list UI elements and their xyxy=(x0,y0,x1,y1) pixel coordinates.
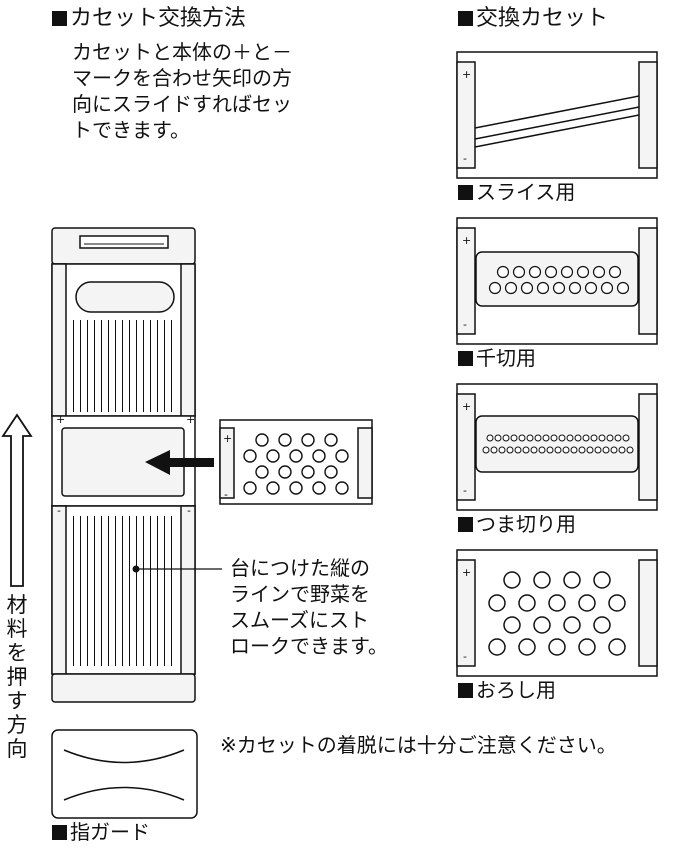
minus-mark: - xyxy=(463,650,467,663)
bullet-square-icon xyxy=(458,11,473,26)
instruction-line: 向にスライドすればセッ xyxy=(72,92,292,116)
push-direction-arrow-icon xyxy=(1,413,33,587)
instruction-line: トできます。 xyxy=(72,118,190,142)
bullet-square-icon xyxy=(458,185,473,200)
minus-mark: - xyxy=(463,484,467,497)
minus-mark: - xyxy=(463,318,467,331)
callout-line: ラインで野菜を xyxy=(230,582,370,606)
callout-pointer xyxy=(132,565,222,573)
plus-mark: + xyxy=(186,413,195,426)
finger-guard-label: 指ガード xyxy=(52,820,150,844)
cassette-slice: + - xyxy=(456,51,658,179)
plus-mark: + xyxy=(462,400,471,413)
cassette-label-grater: おろし用 xyxy=(458,678,556,702)
right-title: 交換カセット xyxy=(458,6,608,32)
minus-mark: - xyxy=(57,504,61,517)
inserting-cassette: + - xyxy=(219,419,373,505)
bullet-square-icon xyxy=(458,683,473,698)
minus-mark: - xyxy=(224,488,228,501)
cassette-label-fine-julienne: つま切り用 xyxy=(458,512,576,536)
left-title: カセット交換方法 xyxy=(52,6,246,32)
plus-mark: + xyxy=(56,413,65,426)
slicer-body: + + - - xyxy=(51,227,196,703)
plus-mark: + xyxy=(462,234,471,247)
cassette-label-julienne: 千切用 xyxy=(458,346,536,370)
bullet-square-icon xyxy=(458,351,473,366)
finger-guard xyxy=(51,729,198,819)
cassette-grater: + - xyxy=(456,549,658,677)
minus-mark: - xyxy=(187,504,191,517)
cassette-julienne: + - xyxy=(456,217,658,345)
plus-mark: + xyxy=(462,68,471,81)
insert-arrow-icon xyxy=(145,450,214,475)
bullet-square-icon xyxy=(52,825,67,840)
bullet-square-icon xyxy=(52,11,67,26)
bullet-square-icon xyxy=(458,517,473,532)
push-direction-label: 材料を押す方向 xyxy=(6,593,28,761)
cassette-fine-julienne: + - xyxy=(456,383,658,511)
caution-note: ※カセットの着脱には十分ご注意ください。 xyxy=(220,733,617,757)
plus-mark: + xyxy=(462,566,471,579)
cassette-label-slice: スライス用 xyxy=(458,180,575,204)
callout-line: ロークできます。 xyxy=(230,634,388,658)
callout-line: スムーズにスト xyxy=(230,608,369,632)
plus-mark: + xyxy=(223,432,232,445)
callout-line: 台につけた縦の xyxy=(230,556,370,580)
minus-mark: - xyxy=(463,152,467,165)
instruction-line: カセットと本体の＋と－ xyxy=(72,40,292,64)
instruction-line: マークを合わせ矢印の方 xyxy=(72,66,292,90)
